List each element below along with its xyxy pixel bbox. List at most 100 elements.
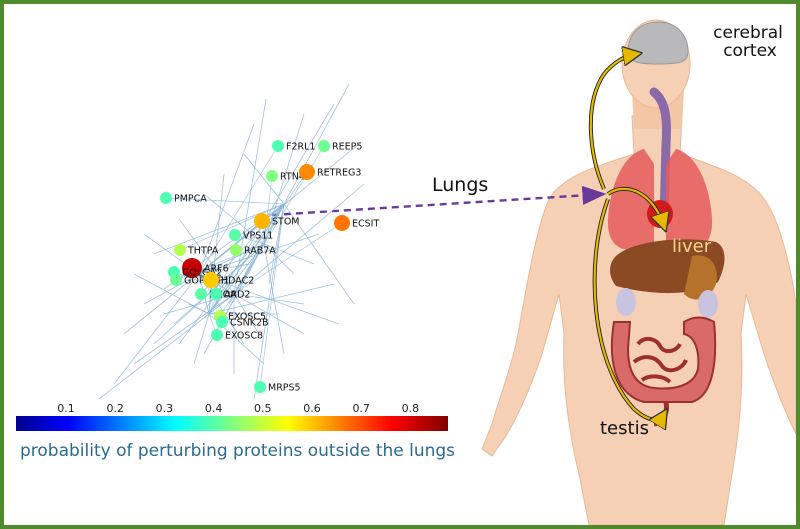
network-edge xyxy=(198,145,279,275)
target-organ-curves xyxy=(588,54,664,419)
network-node-arf6: ARF6 xyxy=(182,258,229,278)
network-node-hdac2: HDAC2 xyxy=(203,272,254,288)
network-edge xyxy=(133,293,235,365)
network-edge xyxy=(198,123,255,275)
network-edge xyxy=(263,243,295,275)
node-circle xyxy=(334,215,350,231)
small-intestine xyxy=(632,337,688,384)
trachea xyxy=(649,87,671,224)
network-edges xyxy=(98,83,365,400)
node-circle xyxy=(229,229,241,241)
colorbar-tick: 0.2 xyxy=(106,402,124,415)
network-edge xyxy=(259,203,285,388)
network-edge xyxy=(188,303,210,315)
body-silhouette xyxy=(481,115,796,525)
network-edge xyxy=(233,183,365,295)
node-label: EXOSC5 xyxy=(228,312,266,323)
node-label: RHOA xyxy=(209,290,237,301)
node-circle xyxy=(160,192,172,204)
lungs-dashed-arrow xyxy=(271,185,607,217)
label-liver: liver xyxy=(672,236,712,257)
node-circle xyxy=(211,329,223,341)
network-edge xyxy=(253,203,285,400)
node-circle xyxy=(203,272,219,288)
network-node-rhoa: RHOA xyxy=(195,288,237,301)
colorbar-tick: 0.7 xyxy=(352,402,370,415)
node-circle xyxy=(170,274,182,286)
network-edge xyxy=(165,197,285,205)
node-label: ARD2 xyxy=(224,290,250,301)
network-edge xyxy=(233,98,267,295)
node-circle xyxy=(216,316,228,328)
network-edge xyxy=(208,103,335,315)
body-illustration xyxy=(481,19,796,525)
curve-to-testis-fill xyxy=(593,198,664,419)
colorbar-gradient xyxy=(16,416,448,431)
colorbar-tick: 0.5 xyxy=(254,402,272,415)
node-label: THTPA xyxy=(187,246,219,257)
node-label: PMPCA xyxy=(174,194,207,205)
node-circle xyxy=(195,288,207,300)
network-edge xyxy=(233,203,285,295)
network-edge xyxy=(233,293,305,305)
stomach xyxy=(684,255,717,300)
network-edge xyxy=(178,218,235,295)
network-edge xyxy=(113,273,200,385)
network-node-ecsit: ECSIT xyxy=(334,215,379,231)
node-circle xyxy=(182,258,202,278)
network-edge xyxy=(243,153,285,205)
network-node-stom: STOM xyxy=(254,213,300,229)
node-label: REEP5 xyxy=(332,142,362,153)
network-edge xyxy=(208,293,235,315)
node-label: F2RL1 xyxy=(286,142,315,153)
colorbar-tick: 0.1 xyxy=(57,402,75,415)
node-label: MRPS5 xyxy=(268,383,301,394)
left-lung xyxy=(607,149,654,251)
node-label: RTN4 xyxy=(280,172,305,183)
colorbar-tick: 0.6 xyxy=(303,402,321,415)
network-edge xyxy=(193,313,210,365)
node-circle xyxy=(230,244,242,256)
node-label: CSNK2B xyxy=(230,318,269,329)
network-node-csnk2b: CSNK2B xyxy=(216,316,269,329)
network-edge xyxy=(233,222,343,295)
node-label: ARF6 xyxy=(204,264,229,275)
node-circle xyxy=(210,288,222,300)
network-edge xyxy=(98,313,210,400)
network-edge xyxy=(208,171,308,315)
network-node-rab7a: RAB7A xyxy=(230,244,276,257)
label-cerebral-line1: cerebral xyxy=(713,23,783,43)
left-kidney xyxy=(616,288,636,316)
network-edge xyxy=(203,193,265,245)
node-circle xyxy=(254,213,270,229)
network-edge xyxy=(153,203,285,255)
colorbar-tick: 0.8 xyxy=(402,402,420,415)
network-edge xyxy=(143,273,200,305)
network-node-pmpca: PMPCA xyxy=(160,192,207,205)
node-label: GOLGA2 xyxy=(182,268,222,279)
network-edge xyxy=(208,243,265,315)
network-edge xyxy=(268,203,285,285)
node-circle xyxy=(266,170,278,182)
large-intestine xyxy=(610,316,717,403)
label-cerebral-line2: cortex xyxy=(723,41,777,61)
network-node-rtn4: RTN4 xyxy=(266,170,305,183)
network-edge xyxy=(283,203,355,305)
label-testis: testis xyxy=(600,418,649,439)
node-label: EXOSC8 xyxy=(225,331,263,342)
node-circle xyxy=(318,140,330,152)
network-node-ard2: ARD2 xyxy=(210,288,250,301)
node-label: RAB7A xyxy=(244,246,276,257)
label-lungs: Lungs xyxy=(432,174,488,196)
network-node-retreg3: RETREG3 xyxy=(299,164,361,180)
node-label: HDAC2 xyxy=(221,276,254,287)
network-node-mrps5: MRPS5 xyxy=(254,381,301,394)
curve-to-cerebral-cortex-fill xyxy=(589,54,636,190)
node-label: RETREG3 xyxy=(317,168,361,179)
colorbar-tick: 0.3 xyxy=(156,402,174,415)
network-node-thtpa: THTPA xyxy=(174,244,219,257)
node-circle xyxy=(272,140,284,152)
